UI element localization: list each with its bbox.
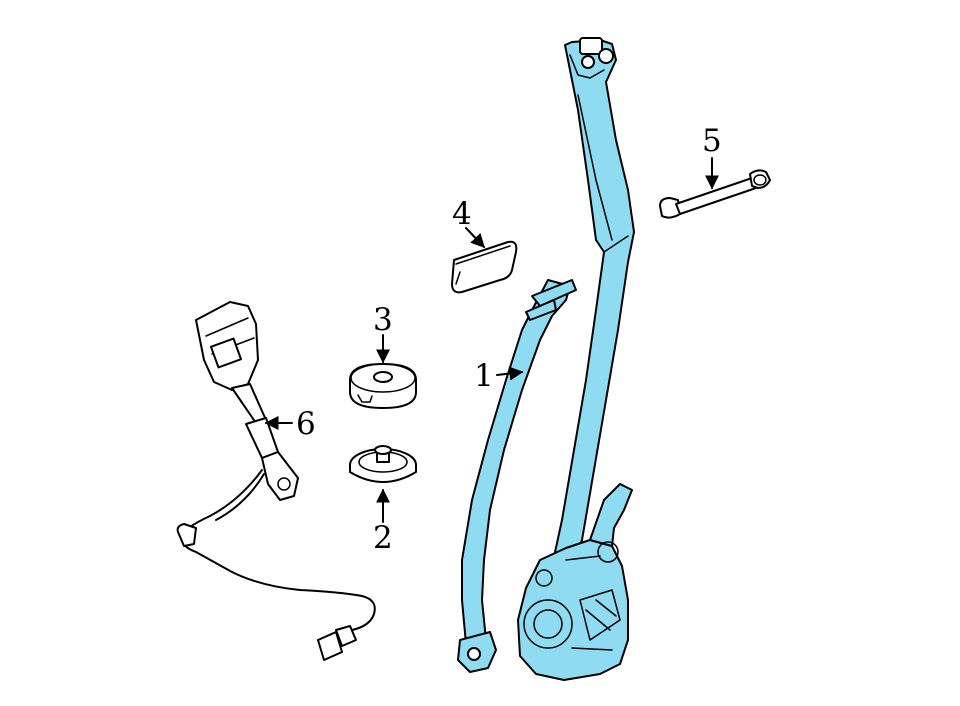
callout-3: 3: [373, 302, 393, 338]
part-2-stud-button: [349, 445, 417, 483]
part-5-adjuster-bolt: [659, 169, 771, 219]
lap-belt-strap: [461, 279, 571, 645]
belt-guide: [531, 279, 577, 307]
callout-1: 1: [474, 358, 494, 394]
buckle-wire: [180, 469, 376, 637]
callout-arrows: [264, 157, 719, 523]
callout-2: 2: [373, 520, 393, 556]
part-4-trim-cap: [451, 240, 518, 294]
shoulder-belt-strap: [551, 39, 635, 571]
part-3-grommet: [349, 363, 417, 409]
callout-labels: 1 2 3 4 5 6: [296, 123, 722, 556]
part-6-buckle-assembly: [176, 301, 376, 661]
callout-1-arrow: [496, 366, 524, 381]
callout-4: 4: [452, 196, 472, 232]
seat-belt-assembly: [457, 37, 635, 681]
callout-6: 6: [296, 406, 316, 442]
callout-4-arrow: [465, 227, 485, 249]
upper-anchor-bolt: [569, 37, 614, 79]
callout-5: 5: [702, 123, 722, 159]
